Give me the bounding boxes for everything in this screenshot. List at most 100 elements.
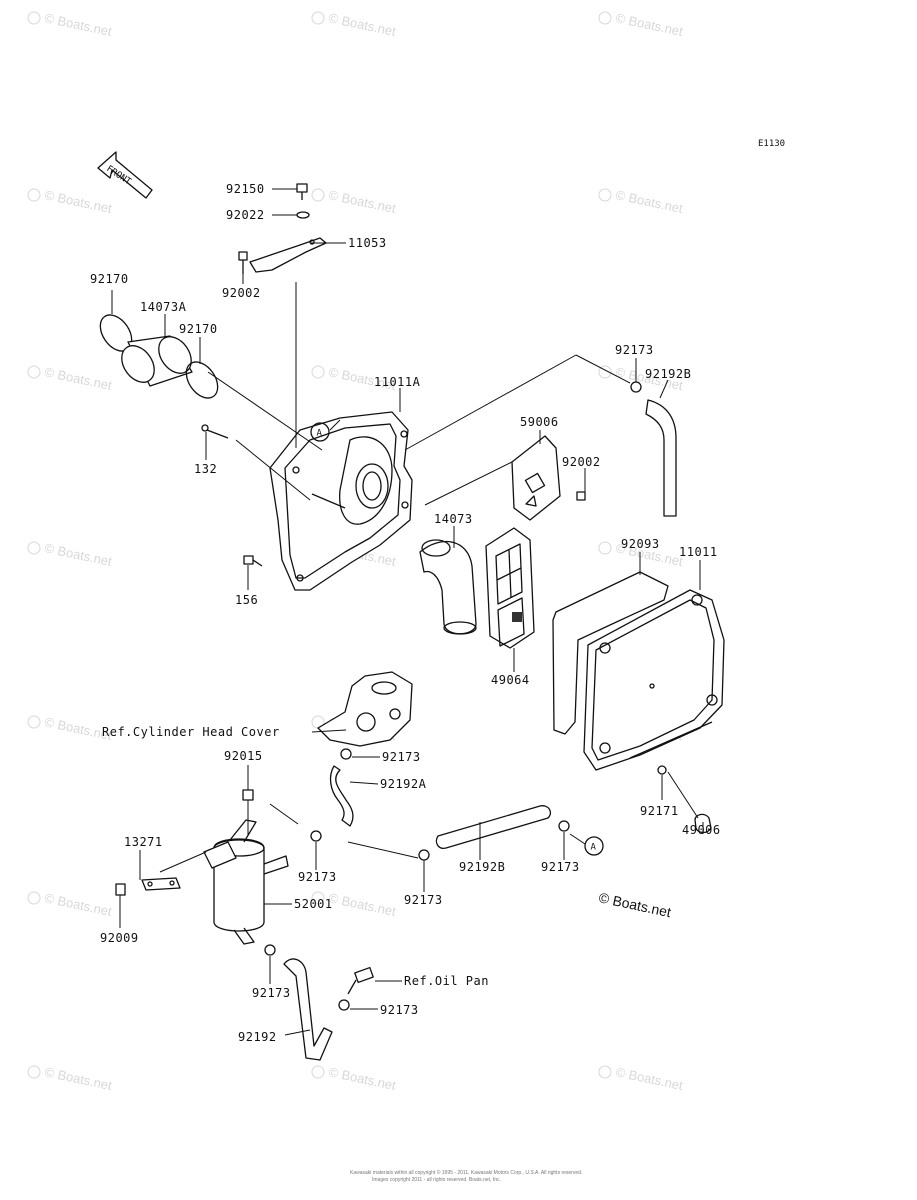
- watermark: © Boats.net: [311, 1064, 398, 1093]
- bracket-11053: [249, 237, 327, 273]
- label-92015: 92015: [224, 749, 263, 763]
- svg-text:© Boats.net: © Boats.net: [43, 364, 113, 393]
- label-92192A: 92192A: [380, 777, 427, 791]
- hose-92192A: [329, 765, 354, 827]
- part-labels: 92150 92022 11053 92002 92170 14073A 921…: [90, 182, 721, 1044]
- label-92002-top: 92002: [222, 286, 261, 300]
- label-14073A: 14073A: [140, 300, 187, 314]
- label-92192B-top: 92192B: [645, 367, 691, 381]
- bolt-92150: [296, 183, 308, 200]
- svg-text:© Boats.net: © Boats.net: [43, 540, 113, 569]
- clamp-92173-g: [338, 999, 350, 1011]
- svg-text:© Boats.net: © Boats.net: [327, 890, 397, 919]
- clamp-92173-e: [558, 820, 570, 832]
- svg-text:© Boats.net: © Boats.net: [327, 187, 397, 216]
- label-92192: 92192: [238, 1030, 277, 1044]
- callout-a-top: A: [310, 422, 330, 442]
- label-92173-c: 92173: [298, 870, 337, 884]
- diagram-code: E1130: [758, 139, 785, 149]
- watermark: © Boats.net: [27, 1064, 114, 1093]
- watermark: © Boats.net: [27, 187, 114, 216]
- bolt-156: [243, 555, 263, 567]
- element-49064: [485, 527, 535, 649]
- watermark: © Boats.net: [311, 10, 398, 39]
- svg-text:© Boats.net: © Boats.net: [43, 890, 113, 919]
- footer-line-1: Kawasaki materials within all copyright …: [350, 1169, 582, 1176]
- label-92093: 92093: [621, 537, 660, 551]
- nut-92015: [242, 789, 254, 801]
- hose-92192: [283, 958, 333, 1061]
- clamp-92173-f: [264, 944, 276, 956]
- plate-59006: [511, 435, 561, 521]
- cylinder-head-cover-ref: [317, 671, 413, 747]
- svg-text:© Boats.net: © Boats.net: [43, 187, 113, 216]
- separator-52001: [203, 819, 289, 945]
- watermark: © Boats.net: [27, 890, 114, 919]
- label-92150: 92150: [226, 182, 265, 196]
- svg-text:© Boats.net: © Boats.net: [614, 187, 684, 216]
- svg-text:© Boats.net: © Boats.net: [614, 1064, 684, 1093]
- housing-11011A: [269, 411, 413, 591]
- duct-14073: [419, 539, 477, 635]
- label-14073: 14073: [434, 512, 473, 526]
- leader-lines: [111, 188, 704, 1036]
- svg-text:A: A: [591, 843, 597, 853]
- label-52001: 52001: [294, 897, 333, 911]
- clamp-92173-top: [630, 381, 642, 393]
- bolt-92002-right: [576, 491, 586, 501]
- clamp-92170-b: [185, 361, 219, 399]
- clamp-92173-c: [310, 830, 322, 842]
- footer-line-2: Images copyright 2011 - all rights reser…: [372, 1177, 501, 1183]
- svg-text:© Boats.net: © Boats.net: [327, 1064, 397, 1093]
- svg-text:© Boats.net: © Boats.net: [327, 10, 397, 39]
- label-ref-oil-pan: Ref.Oil Pan: [404, 974, 489, 988]
- label-132: 132: [194, 462, 217, 476]
- watermark: © Boats.net: [598, 187, 685, 216]
- label-92002-right: 92002: [562, 455, 601, 469]
- bolt-92002-top: [238, 251, 248, 274]
- front-arrow-icon: FRONT: [97, 151, 153, 199]
- label-13271: 13271: [124, 835, 163, 849]
- watermark: © Boats.net: [27, 10, 114, 39]
- label-ref-cylinder-head-cover: Ref.Cylinder Head Cover: [102, 725, 280, 739]
- svg-text:© Boats.net: © Boats.net: [614, 10, 684, 39]
- stay-13271: [141, 877, 181, 891]
- label-92170-b: 92170: [179, 322, 218, 336]
- washer-92022: [296, 211, 310, 219]
- watermark: © Boats.net: [27, 364, 114, 393]
- label-92173-g: 92173: [380, 1003, 419, 1017]
- copyright-boats-net: © Boats.net: [597, 889, 672, 920]
- svg-text:© Boats.net: © Boats.net: [43, 10, 113, 39]
- label-11011A: 11011A: [374, 375, 421, 389]
- watermark: © Boats.net: [598, 1064, 685, 1093]
- label-49064: 49064: [491, 673, 530, 687]
- clamp-92173-d: [418, 849, 430, 861]
- label-59006: 59006: [520, 415, 559, 429]
- clamp-92173-mid: [340, 748, 352, 760]
- label-92192B-low: 92192B: [459, 860, 505, 874]
- watermark: © Boats.net: [598, 10, 685, 39]
- label-92009: 92009: [100, 931, 139, 945]
- label-92022: 92022: [226, 208, 265, 222]
- label-156: 156: [235, 593, 258, 607]
- callout-a-bottom: A: [584, 836, 604, 856]
- cover-11011: [583, 589, 725, 771]
- label-11053: 11053: [348, 236, 387, 250]
- label-92173-f: 92173: [252, 986, 291, 1000]
- hose-92192B-top: [645, 399, 677, 517]
- bolt-92009: [115, 883, 126, 896]
- label-92173-top: 92173: [615, 343, 654, 357]
- label-49006: 49006: [682, 823, 721, 837]
- label-11011: 11011: [679, 545, 718, 559]
- label-92173-d: 92173: [404, 893, 443, 907]
- label-92170-a: 92170: [90, 272, 129, 286]
- screw-132: [201, 424, 229, 439]
- oil-pan-fitting: [347, 966, 374, 995]
- gasket-92093: [552, 571, 669, 735]
- label-92171: 92171: [640, 804, 679, 818]
- sleeve-14073A: [121, 335, 193, 387]
- svg-text:A: A: [317, 429, 323, 439]
- hose-92192B-low: [435, 805, 552, 849]
- clamp-92171: [657, 765, 667, 775]
